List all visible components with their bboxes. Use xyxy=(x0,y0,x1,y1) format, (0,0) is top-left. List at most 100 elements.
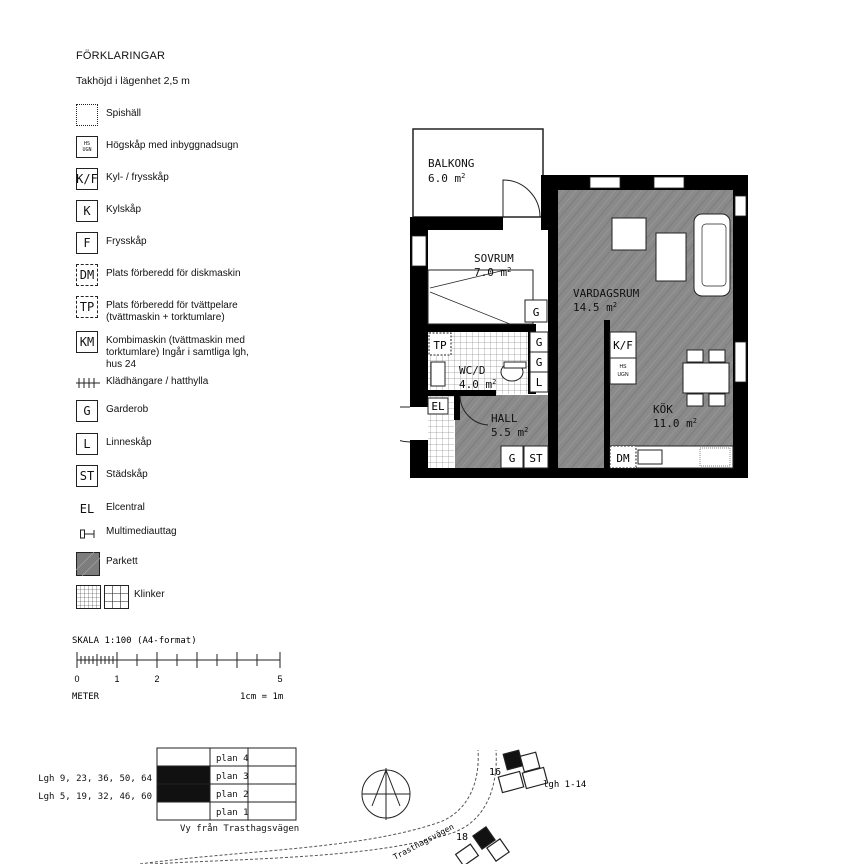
building-18 xyxy=(454,826,510,864)
floor-label: plan 4 xyxy=(216,754,249,764)
balcony-door xyxy=(502,179,541,218)
legend-item-garderob: G Garderob xyxy=(76,400,306,426)
cleaning-cabinet-symbol: ST xyxy=(76,465,98,487)
scale-title: SKALA 1:100 (A4-format) xyxy=(72,636,197,646)
stove-icon xyxy=(76,104,98,126)
living-area-label: 14.5 m2 xyxy=(573,301,617,314)
electrical-panel xyxy=(427,397,449,415)
building-16 xyxy=(497,749,549,794)
bedroom-name: SOVRUM xyxy=(474,252,514,265)
wardrobe-label: G xyxy=(536,336,543,349)
tile-swatch-icon xyxy=(76,585,129,609)
linen-cabinet xyxy=(529,371,549,393)
bedroom-area-label: 7.0 m2 xyxy=(474,266,511,279)
kitchen-name: KÖK xyxy=(653,403,673,416)
legend-label: Kyl- / frysskåp xyxy=(106,172,169,183)
legend-item-spishall: Spishäll xyxy=(76,104,306,130)
road-name: Trasthagsvägen xyxy=(392,822,456,862)
elevation-caption: Vy från Trasthagsvägen xyxy=(180,823,299,834)
legend-item-frys: F Frysskåp xyxy=(76,232,306,258)
legend-label: Linneskåp xyxy=(106,437,152,448)
legend-item-klinker: Klinker xyxy=(76,585,306,611)
floor-plan: G TP G G L EL G ST K/F HS UGN DM BALKONG… xyxy=(400,128,748,478)
oven-cabinet xyxy=(609,357,637,385)
wc-name: WC/D xyxy=(459,364,486,377)
scale-unit: METER xyxy=(72,692,100,702)
tick-label: 0 xyxy=(74,674,79,684)
legend-label: Plats förberedd för tvättpelare (tvättma… xyxy=(106,300,238,323)
legend-label: Högskåp med inbyggnadsugn xyxy=(106,140,239,151)
balcony-area xyxy=(412,128,544,218)
legend-item-linneskap: L Linneskåp xyxy=(76,433,306,459)
building-elevation xyxy=(156,747,297,821)
armchair xyxy=(611,217,647,251)
floor-label: plan 1 xyxy=(216,808,249,818)
linen-label: L xyxy=(536,376,543,389)
floor-label: plan 3 xyxy=(216,772,249,782)
legend-label: Städskåp xyxy=(106,469,148,480)
el-label: EL xyxy=(431,400,445,413)
legend-item-multimedia: Multimediauttag xyxy=(76,522,306,548)
bedroom-wardrobe xyxy=(524,299,548,323)
tp-label: TP xyxy=(433,339,447,352)
scale-bar: SKALA 1:100 (A4-format) 0 1 2 5 METER 1c… xyxy=(72,636,283,702)
wardrobe-symbol: G xyxy=(76,400,98,422)
scale-note: 1cm = 1m xyxy=(240,692,283,702)
legend-label: Plats förberedd för diskmaskin xyxy=(106,268,241,279)
parquet-swatch-icon xyxy=(76,552,100,576)
dishwasher-symbol: DM xyxy=(76,264,98,286)
legend-item-parkett: Parkett xyxy=(76,552,306,578)
freezer-symbol: F xyxy=(76,232,98,254)
legend-label: Kombimaskin (tvättmaskin med torktumlare… xyxy=(106,335,249,370)
fridge-freezer-symbol: K/F xyxy=(76,168,98,190)
coat-hanger-icon xyxy=(76,378,100,388)
legend-label: Multimediauttag xyxy=(106,526,177,537)
apartments-floor2: Lgh 5, 19, 32, 46, 60 xyxy=(38,792,152,802)
legend-label: Klinker xyxy=(134,589,165,600)
road-edge xyxy=(139,749,479,864)
floor-label: plan 2 xyxy=(216,790,249,800)
washer-tower-spot xyxy=(428,332,452,356)
linen-cabinet-symbol: L xyxy=(76,433,98,455)
entrance-door xyxy=(400,406,411,443)
building-16-apartments: lgh 1-14 xyxy=(543,780,586,790)
coffee-table xyxy=(655,232,687,282)
legend-item-kombimaskin: KM Kombimaskin (tvättmaskin med torktuml… xyxy=(76,331,306,371)
cleaning-cabinet xyxy=(523,445,549,469)
hall-wardrobe xyxy=(500,445,524,469)
fridge-symbol: K xyxy=(76,200,98,222)
balcony-name: BALKONG xyxy=(428,157,474,170)
wardrobe-label: G xyxy=(536,356,543,369)
legend-label: Spishäll xyxy=(106,108,142,119)
wardrobe-label: G xyxy=(533,306,540,319)
legend-item-kladhangare: Klädhängare / hatthylla xyxy=(76,372,306,398)
legend-item-kyl: K Kylskåp xyxy=(76,200,306,226)
dining-table xyxy=(682,362,730,394)
hall-area-label: 5.5 m2 xyxy=(491,426,528,439)
dishwasher-spot xyxy=(609,445,637,469)
electrical-panel-symbol: EL xyxy=(76,498,98,520)
living-name: VARDAGSRUM xyxy=(573,287,640,300)
legend-item-diskmaskin: DM Plats förberedd för diskmaskin xyxy=(76,264,306,290)
st-label: ST xyxy=(529,452,543,465)
hs-label: HS xyxy=(620,364,628,370)
legend-label: Klädhängare / hatthylla xyxy=(106,376,209,387)
multimedia-outlet-icon xyxy=(80,529,95,539)
apartments-floor3: Lgh 9, 23, 36, 50, 64 xyxy=(38,774,152,784)
road-edge xyxy=(149,749,497,864)
sink xyxy=(430,361,446,387)
legend-label: Elcentral xyxy=(106,502,145,513)
windows xyxy=(411,176,747,383)
ceiling-height: Takhöjd i lägenhet 2,5 m xyxy=(76,75,190,87)
building-16-label: 16 xyxy=(489,767,501,778)
fridge-freezer xyxy=(609,331,637,359)
bed xyxy=(427,269,534,325)
location-diagram: plan 4 plan 3 plan 2 plan 1 Lgh 9, 23, 3… xyxy=(38,747,586,864)
hall-name: HALL xyxy=(491,412,518,425)
wc-area-label: 4.0 m2 xyxy=(459,378,496,391)
building-18-label: 18 xyxy=(456,832,468,843)
washer-tower-symbol: TP xyxy=(76,296,98,318)
legend-label: Kylskåp xyxy=(106,204,142,215)
